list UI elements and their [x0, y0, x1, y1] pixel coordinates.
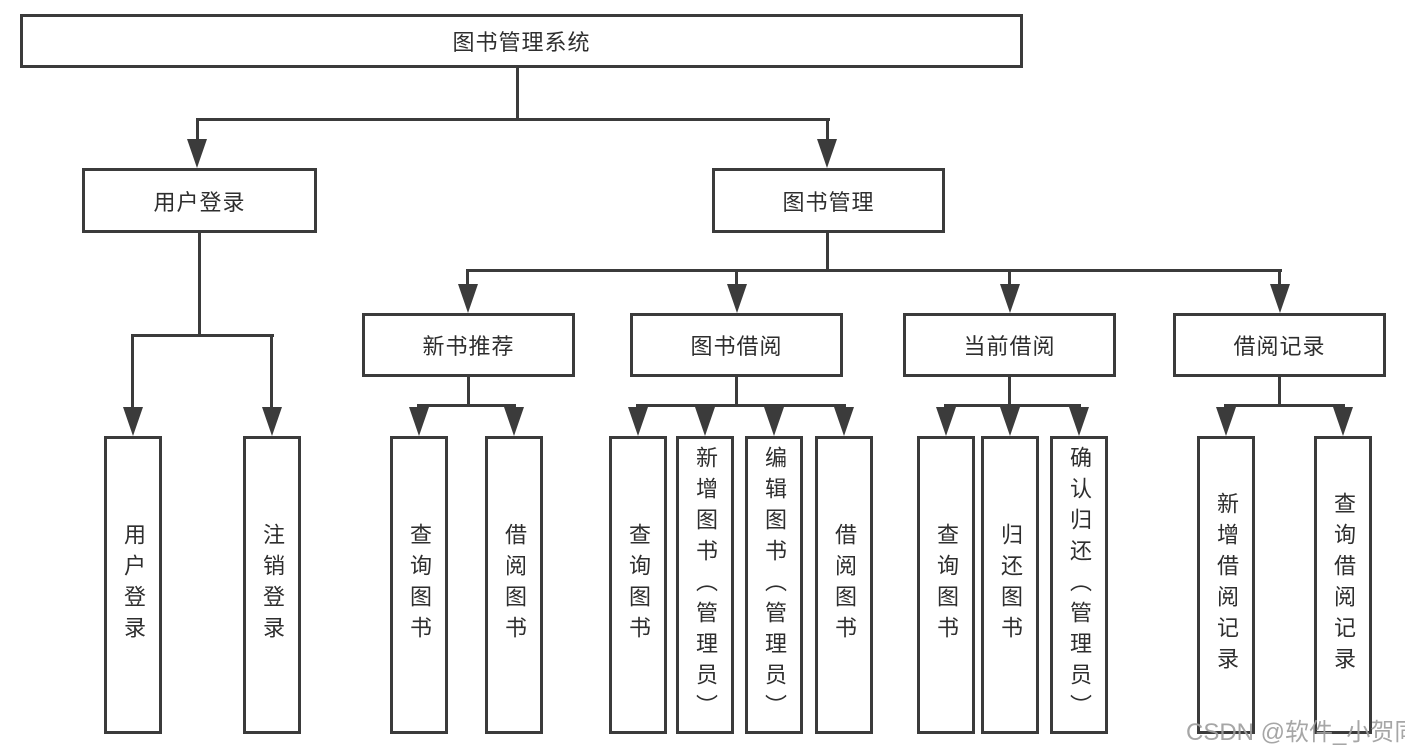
leaf-add-borrow-record: 新增借阅记录	[1197, 436, 1255, 734]
arrow-down-icon	[1270, 284, 1290, 313]
leaf-label: 借阅图书	[832, 523, 857, 647]
connector-book-borrow-bus	[636, 404, 846, 407]
arrow-down-icon	[187, 139, 207, 168]
node-borrow-records-label: 借阅记录	[1233, 334, 1326, 359]
connector-book-borrow-stem	[735, 377, 738, 407]
node-book-management: 图书管理	[712, 168, 945, 233]
connector-borrow-records-bus	[1224, 404, 1345, 407]
leaf-confirm-return-admin: 确认归还（管理员）	[1050, 436, 1108, 734]
node-root-label: 图书管理系统	[452, 30, 591, 55]
connector-to-new-book	[466, 269, 469, 287]
node-root-library-system: 图书管理系统	[20, 14, 1023, 68]
leaf-query-books-recommend: 查询图书	[390, 436, 448, 734]
connector-current-borrow-bus	[944, 404, 1081, 407]
leaf-label: 查询借阅记录	[1331, 492, 1356, 678]
arrow-down-icon	[458, 284, 478, 313]
leaf-edit-books-admin: 编辑图书（管理员）	[745, 436, 803, 734]
leaf-label: 确认归还（管理员）	[1067, 445, 1092, 725]
arrow-down-icon	[262, 407, 282, 436]
leaf-borrow-books: 借阅图书	[815, 436, 873, 734]
leaf-label: 编辑图书（管理员）	[762, 445, 787, 725]
node-current-borrow-label: 当前借阅	[963, 334, 1056, 359]
leaf-label: 新增图书（管理员）	[693, 445, 718, 725]
node-book-management-label: 图书管理	[782, 189, 875, 215]
node-user-login: 用户登录	[82, 168, 317, 233]
connector-to-user-login	[196, 118, 199, 142]
node-new-book-recommend-label: 新书推荐	[422, 334, 515, 359]
leaf-label: 借阅图书	[502, 523, 527, 647]
arrow-down-icon	[1216, 407, 1236, 436]
arrow-down-icon	[628, 407, 648, 436]
node-book-borrow-label: 图书借阅	[690, 334, 783, 359]
arrow-down-icon	[1333, 407, 1353, 436]
leaf-label: 查询图书	[626, 523, 651, 647]
connector-user-login-stem	[198, 233, 201, 337]
leaf-label: 查询图书	[934, 523, 959, 647]
leaf-borrow-books-recommend: 借阅图书	[485, 436, 543, 734]
leaf-label: 归还图书	[998, 523, 1023, 647]
connector-to-borrow-records	[1278, 269, 1281, 287]
arrow-down-icon	[123, 407, 143, 436]
csdn-watermark: CSDN @软件_小贺同学	[1186, 719, 1405, 746]
arrow-down-icon	[834, 407, 854, 436]
node-book-borrow: 图书借阅	[630, 313, 843, 377]
arrow-down-icon	[727, 284, 747, 313]
connector-book-mgmt-bus	[466, 269, 1282, 272]
connector-to-leaf	[131, 334, 134, 410]
connector-book-mgmt-stem	[826, 233, 829, 272]
leaf-logout: 注销登录	[243, 436, 301, 734]
arrow-down-icon	[1069, 407, 1089, 436]
connector-to-book-mgmt	[826, 118, 829, 142]
connector-to-book-borrow	[735, 269, 738, 287]
connector-new-book-bus	[417, 404, 516, 407]
arrow-down-icon	[695, 407, 715, 436]
leaf-label: 新增借阅记录	[1214, 492, 1239, 678]
leaf-label: 用户登录	[121, 523, 146, 647]
leaf-add-books-admin: 新增图书（管理员）	[676, 436, 734, 734]
leaf-user-login: 用户登录	[104, 436, 162, 734]
leaf-label: 查询图书	[407, 523, 432, 647]
arrow-down-icon	[1000, 284, 1020, 313]
node-borrow-records: 借阅记录	[1173, 313, 1386, 377]
leaf-return-books: 归还图书	[981, 436, 1039, 734]
leaf-query-borrow-record: 查询借阅记录	[1314, 436, 1372, 734]
arrow-down-icon	[1000, 407, 1020, 436]
node-current-borrow: 当前借阅	[903, 313, 1116, 377]
node-new-book-recommend: 新书推荐	[362, 313, 575, 377]
connector-user-login-bus	[131, 334, 274, 337]
arrow-down-icon	[504, 407, 524, 436]
connector-to-current-borrow	[1008, 269, 1011, 287]
arrow-down-icon	[764, 407, 784, 436]
connector-root-stem	[516, 68, 519, 121]
node-user-login-label: 用户登录	[153, 189, 246, 215]
leaf-query-books-borrow: 查询图书	[609, 436, 667, 734]
arrow-down-icon	[817, 139, 837, 168]
leaf-label: 注销登录	[260, 523, 285, 647]
connector-to-leaf	[270, 334, 273, 410]
leaf-query-books-current: 查询图书	[917, 436, 975, 734]
arrow-down-icon	[409, 407, 429, 436]
connector-current-borrow-stem	[1008, 377, 1011, 407]
connector-new-book-stem	[467, 377, 470, 407]
connector-borrow-records-stem	[1278, 377, 1281, 407]
arrow-down-icon	[936, 407, 956, 436]
connector-root-bus	[196, 118, 830, 121]
